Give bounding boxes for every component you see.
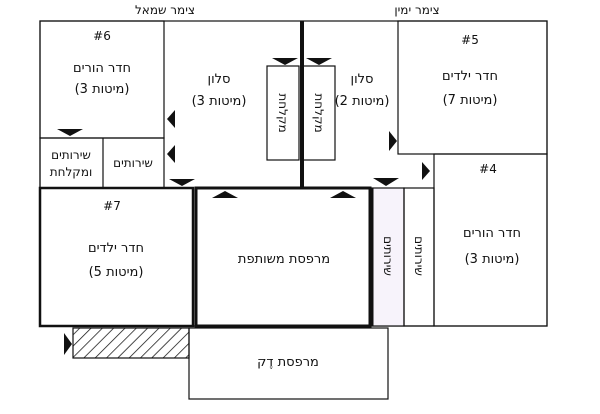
door-arrow-shower-left xyxy=(272,58,298,65)
door-arrow-room5 xyxy=(389,131,397,151)
room-6-number: #6 xyxy=(93,29,111,43)
shared-balcony-walls xyxy=(194,186,372,328)
shower-bath-left-line1: שירותים xyxy=(51,148,91,162)
toilet-right-b-label: שירותים xyxy=(412,236,426,276)
salon-left-beds: (3 מיטות) xyxy=(191,94,247,109)
shower-bath-left-line2: ומקלחת xyxy=(49,165,93,179)
salon-right-name: סלון xyxy=(350,72,374,87)
shared-balcony-label: מרפסת משותפת xyxy=(237,252,331,267)
toilet-right-a-walls xyxy=(371,187,405,327)
door-arrow-salon-left-a xyxy=(167,110,175,128)
door-arrow-room7 xyxy=(169,179,195,186)
room-4-beds: (3 מיטות) xyxy=(464,252,520,267)
shower-left-walls xyxy=(266,65,300,161)
room-4-name: חדר הורים xyxy=(463,226,521,241)
room-7-name: חדר ילדים xyxy=(88,241,144,256)
salon-right-beds: (2 מיטות) xyxy=(334,94,390,109)
toilet-left-label: שירותים xyxy=(113,156,153,170)
left-wing-title: צימר שמאל xyxy=(134,3,196,17)
room-7-walls xyxy=(38,186,195,328)
shower-right-label: מקלחת xyxy=(312,93,326,133)
deck-balcony-label: מרפסת דֶק xyxy=(257,355,319,370)
room-5-beds: (7 מיטות) xyxy=(442,93,498,108)
deck-walls xyxy=(188,327,389,400)
hatched-area xyxy=(72,327,190,359)
room-4-number: #4 xyxy=(479,162,497,176)
room-6-beds: (3 מיטות) xyxy=(74,82,130,97)
room-6-name: חדר הורים xyxy=(73,61,131,76)
door-arrow-room4 xyxy=(422,162,430,180)
room-7-beds: (5 מיטות) xyxy=(88,265,144,280)
shower-right-walls xyxy=(302,65,336,161)
room-7-number: #7 xyxy=(103,199,121,213)
shower-left-label: מקלחת xyxy=(276,93,290,133)
door-arrow-balcony-left xyxy=(212,191,238,198)
door-arrow-salon-left-b xyxy=(167,145,175,163)
room-5-number: #5 xyxy=(461,33,479,47)
door-arrow-balcony-right xyxy=(330,191,356,198)
door-arrow-room6 xyxy=(57,129,83,136)
toilet-right-a-label: שירותים xyxy=(381,236,395,276)
salon-left-name: סלון xyxy=(207,72,231,87)
right-wing-title: צימר ימין xyxy=(394,3,440,17)
room-4-walls xyxy=(433,153,548,327)
door-arrow-deck xyxy=(64,333,72,355)
room-5-name: חדר ילדים xyxy=(442,69,498,84)
door-arrow-toilet-right xyxy=(373,178,399,186)
door-arrow-shower-right xyxy=(306,58,332,65)
